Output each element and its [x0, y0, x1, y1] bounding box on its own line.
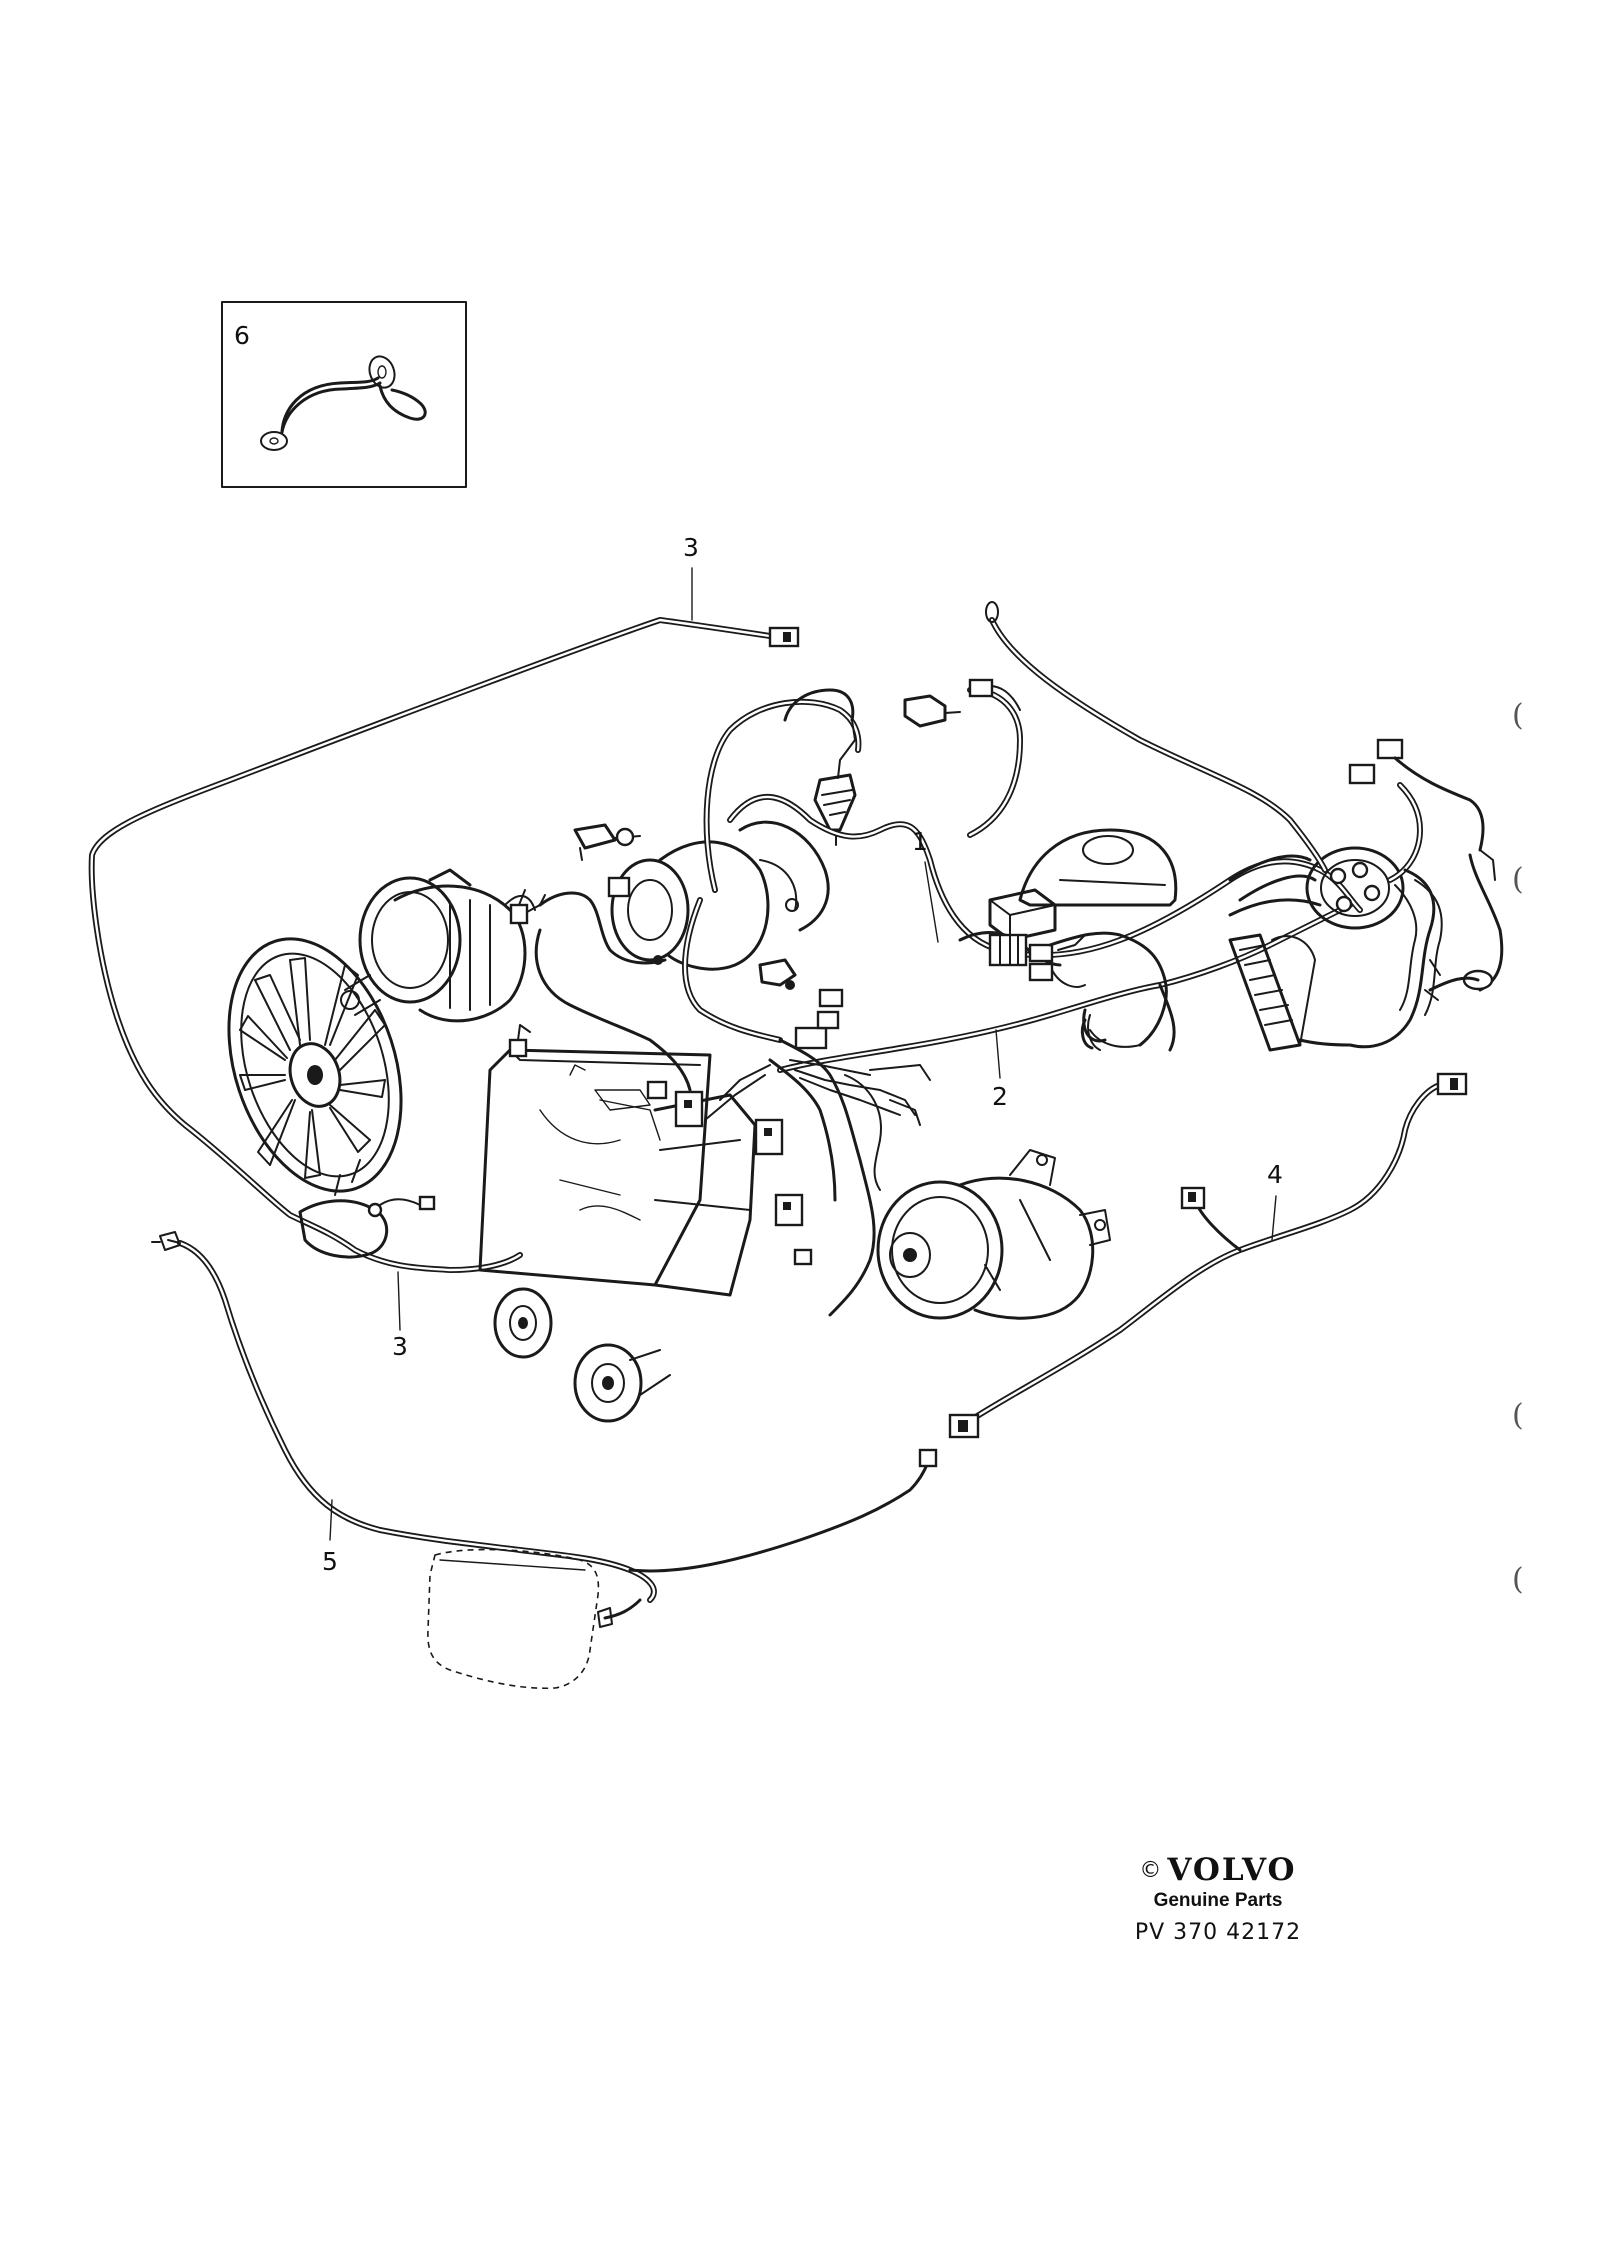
- brake-servo: [1018, 828, 1178, 907]
- callout-5: 5: [322, 1547, 338, 1576]
- connector: [646, 1080, 668, 1100]
- connector: [674, 1090, 704, 1128]
- callout-4-leader: [1271, 1195, 1277, 1241]
- connector: [816, 1010, 840, 1030]
- headlamp-assembly: [478, 1048, 757, 1297]
- callout-2: 2: [992, 1082, 1008, 1111]
- margin-mark: (: [1512, 862, 1524, 897]
- connector: [794, 1026, 828, 1050]
- callout-1-leader: [924, 861, 939, 943]
- callout-2-leader: [995, 1029, 1001, 1079]
- callout-5-leader: [329, 1499, 333, 1541]
- callout-1: 1: [912, 827, 928, 856]
- connector: [607, 876, 631, 898]
- connector: [918, 1448, 938, 1468]
- alternator: [340, 868, 536, 1023]
- sensor-mid: [758, 958, 797, 990]
- volvo-wordmark: VOLVO: [1167, 1852, 1297, 1888]
- connector: [793, 1248, 813, 1266]
- sensor-left-cluster: [573, 823, 641, 861]
- ac-compressor: [876, 1149, 1111, 1320]
- ground-strap-part: [260, 355, 427, 451]
- connector: [509, 903, 529, 925]
- sensor-top-center: [903, 694, 961, 728]
- callout-4: 4: [1267, 1160, 1283, 1189]
- connector: [1376, 738, 1404, 760]
- connector: [1028, 962, 1054, 982]
- harness-3-perimeter: [88, 617, 800, 1273]
- connector: [1348, 763, 1376, 785]
- part-number: PV 370 42172: [1134, 1920, 1302, 1945]
- brand-block: © VOLVO Genuine Parts PV 370 42172: [1108, 1852, 1328, 1945]
- copyright-symbol: ©: [1139, 1857, 1162, 1883]
- brand-tagline: Genuine Parts: [1153, 1890, 1283, 1911]
- inset-ground-strap: 6: [221, 301, 467, 488]
- brand-wordmark-row: © VOLVO: [1108, 1852, 1328, 1888]
- connector: [508, 1038, 528, 1058]
- callout-6: 6: [234, 321, 250, 350]
- connector: [968, 678, 994, 698]
- harness-main: [508, 601, 1504, 1317]
- horn-right: [573, 1343, 671, 1423]
- margin-mark: (: [1512, 698, 1524, 733]
- callout-3-bottom: 3: [392, 1332, 408, 1361]
- callout-3-bottom-leader: [397, 1271, 401, 1331]
- horn-left: [493, 1287, 553, 1359]
- margin-mark: (: [1512, 1562, 1524, 1597]
- fog-lamp: [427, 1548, 600, 1690]
- relay-box: [988, 888, 1057, 942]
- connector: [1028, 943, 1054, 963]
- starter-motor: [610, 820, 830, 971]
- connector: [754, 1118, 784, 1156]
- connector: [988, 933, 1028, 967]
- callout-3-top: 3: [683, 533, 699, 562]
- harness-5: [151, 1231, 938, 1628]
- harness-4: [948, 1072, 1468, 1439]
- cooling-fan: [227, 937, 403, 1193]
- washer-pump: [1080, 1018, 1094, 1050]
- connector: [818, 988, 844, 1008]
- margin-mark: (: [1512, 1398, 1524, 1433]
